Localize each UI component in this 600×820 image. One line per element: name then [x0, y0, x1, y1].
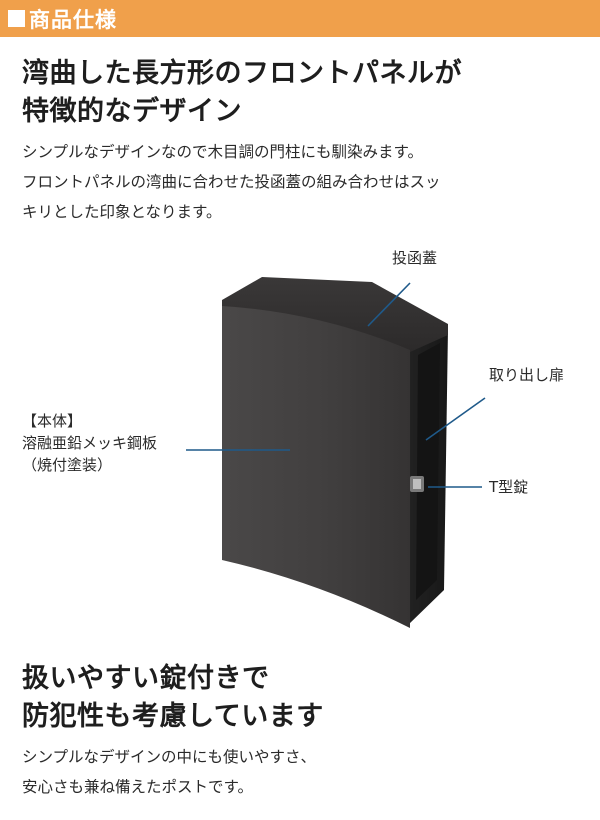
section-header-bar: 商品仕様: [0, 0, 600, 37]
feature-heading-2-line2: 防犯性も考慮しています: [22, 701, 324, 732]
label-slot-lid: 投函蓋: [392, 249, 438, 267]
feature-description-2: シンプルなデザインの中にも使いやすさ、 安心さも兼ね備えたポストです。: [22, 742, 582, 802]
feature-description-1-line3: キリとした印象となります。: [22, 203, 222, 221]
feature-heading-2: 扱いやすい錠付きで 防犯性も考慮しています: [22, 660, 582, 736]
label-body-material: 【本体】 溶融亜鉛メッキ鋼板 （焼付塗装）: [22, 410, 157, 476]
mailbox-front-panel: [222, 306, 410, 628]
label-body-material-name: 溶融亜鉛メッキ鋼板: [22, 434, 158, 452]
label-takeout-door: 取り出し扉: [489, 366, 565, 384]
feature-description-1-line1: シンプルなデザインなので木目調の門柱にも馴染みます。: [22, 143, 423, 161]
header-square-icon: [8, 10, 25, 27]
feature-heading-2-line1: 扱いやすい錠付きで: [22, 663, 270, 694]
label-t-lock: T型錠: [489, 478, 529, 496]
feature-heading-1-line1: 湾曲した長方形のフロントパネルが: [22, 58, 462, 89]
mailbox-slot-lid: [222, 277, 448, 352]
label-body-finish: （焼付塗装）: [22, 456, 113, 474]
feature-description-1: シンプルなデザインなので木目調の門柱にも馴染みます。 フロントパネルの湾曲に合わ…: [22, 137, 582, 227]
section-header-title: 商品仕様: [29, 7, 117, 32]
leader-line-door: [425, 397, 486, 441]
feature-description-2-line2: 安心さも兼ね備えたポストです。: [22, 778, 253, 796]
label-body-title: 【本体】: [22, 412, 83, 430]
feature-heading-1: 湾曲した長方形のフロントパネルが 特徴的なデザイン: [22, 55, 582, 131]
feature-heading-1-line2: 特徴的なデザイン: [22, 96, 242, 127]
leader-line-slot-lid: [367, 282, 411, 327]
feature-description-1-line2: フロントパネルの湾曲に合わせた投函蓋の組み合わせはスッ: [22, 173, 441, 191]
feature-description-2-line1: シンプルなデザインの中にも使いやすさ、: [22, 748, 317, 766]
